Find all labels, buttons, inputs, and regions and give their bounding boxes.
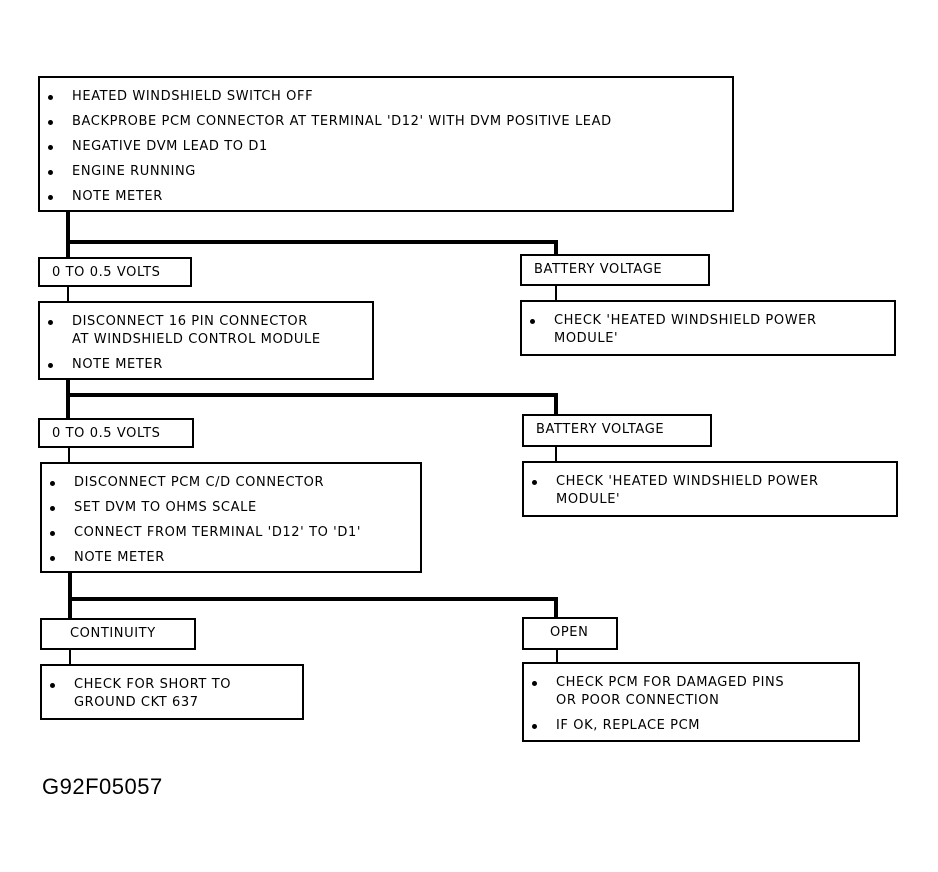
action-item: IF OK, REPLACE PCM: [524, 717, 858, 735]
action-box-check-power-module: CHECK 'HEATED WINDSHIELD POWER MODULE': [520, 300, 896, 356]
action-item: CHECK FOR SHORT TO GROUND CKT 637: [42, 676, 302, 712]
connector-line: [555, 446, 557, 462]
step-1-list: HEATED WINDSHIELD SWITCH OFF BACKPROBE P…: [40, 88, 732, 206]
step-box-3: DISCONNECT PCM C/D CONNECTOR SET DVM TO …: [40, 462, 422, 573]
action-item: CHECK 'HEATED WINDSHIELD POWER MODULE': [522, 312, 894, 348]
connector-line: [555, 284, 557, 302]
connector-line: [66, 210, 70, 260]
action-item: CHECK 'HEATED WINDSHIELD POWER MODULE': [524, 473, 896, 509]
step-1-item: NEGATIVE DVM LEAD TO D1: [40, 138, 732, 156]
step-box-2: DISCONNECT 16 PIN CONNECTOR AT WINDSHIEL…: [38, 301, 374, 380]
action-box-check-short-to-ground: CHECK FOR SHORT TO GROUND CKT 637: [40, 664, 304, 720]
action-item: CHECK PCM FOR DAMAGED PINS OR POOR CONNE…: [524, 674, 858, 710]
result-label-continuity: CONTINUITY: [40, 618, 196, 650]
action-list: CHECK FOR SHORT TO GROUND CKT 637: [42, 676, 302, 712]
result-label-0-to-0.5-volts: 0 TO 0.5 VOLTS: [38, 418, 194, 448]
figure-id: G92F05057: [42, 774, 163, 799]
step-1-item: HEATED WINDSHIELD SWITCH OFF: [40, 88, 732, 106]
step-1-item: NOTE METER: [40, 188, 732, 206]
connector-line: [556, 648, 558, 664]
connector-line: [68, 571, 72, 619]
connector-line: [66, 393, 558, 397]
result-label-text: BATTERY VOLTAGE: [536, 422, 665, 437]
result-label-text: OPEN: [550, 625, 589, 640]
step-3-item: SET DVM TO OHMS SCALE: [42, 499, 420, 517]
step-3-item: CONNECT FROM TERMINAL 'D12' TO 'D1': [42, 524, 420, 542]
action-list: CHECK 'HEATED WINDSHIELD POWER MODULE': [524, 473, 896, 509]
action-list: CHECK 'HEATED WINDSHIELD POWER MODULE': [522, 312, 894, 348]
connector-line: [67, 285, 69, 303]
result-label-text: 0 TO 0.5 VOLTS: [52, 426, 161, 441]
connector-line: [66, 377, 70, 420]
result-label-0-to-0.5-volts: 0 TO 0.5 VOLTS: [38, 257, 192, 287]
step-2-item: DISCONNECT 16 PIN CONNECTOR AT WINDSHIEL…: [40, 313, 372, 349]
result-label-text: BATTERY VOLTAGE: [534, 262, 663, 277]
action-list: CHECK PCM FOR DAMAGED PINS OR POOR CONNE…: [524, 674, 858, 735]
result-label-battery-voltage: BATTERY VOLTAGE: [520, 254, 710, 286]
connector-line: [69, 648, 71, 666]
result-label-battery-voltage: BATTERY VOLTAGE: [522, 414, 712, 447]
step-3-item: DISCONNECT PCM C/D CONNECTOR: [42, 474, 420, 492]
result-label-open: OPEN: [522, 617, 618, 650]
step-1-item: ENGINE RUNNING: [40, 163, 732, 181]
action-box-check-pcm: CHECK PCM FOR DAMAGED PINS OR POOR CONNE…: [522, 662, 860, 742]
connector-line: [554, 597, 558, 618]
action-box-check-power-module: CHECK 'HEATED WINDSHIELD POWER MODULE': [522, 461, 898, 517]
step-1-item: BACKPROBE PCM CONNECTOR AT TERMINAL 'D12…: [40, 113, 732, 131]
connector-line: [554, 240, 558, 257]
connector-line: [68, 446, 70, 464]
step-box-1: HEATED WINDSHIELD SWITCH OFF BACKPROBE P…: [38, 76, 734, 212]
step-3-item: NOTE METER: [42, 549, 420, 567]
result-label-text: 0 TO 0.5 VOLTS: [52, 265, 161, 280]
connector-line: [554, 393, 558, 414]
result-label-text: CONTINUITY: [70, 626, 156, 641]
step-2-item: NOTE METER: [40, 356, 372, 374]
connector-line: [66, 240, 558, 244]
step-2-list: DISCONNECT 16 PIN CONNECTOR AT WINDSHIEL…: [40, 313, 372, 374]
step-3-list: DISCONNECT PCM C/D CONNECTOR SET DVM TO …: [42, 474, 420, 567]
connector-line: [68, 597, 558, 601]
